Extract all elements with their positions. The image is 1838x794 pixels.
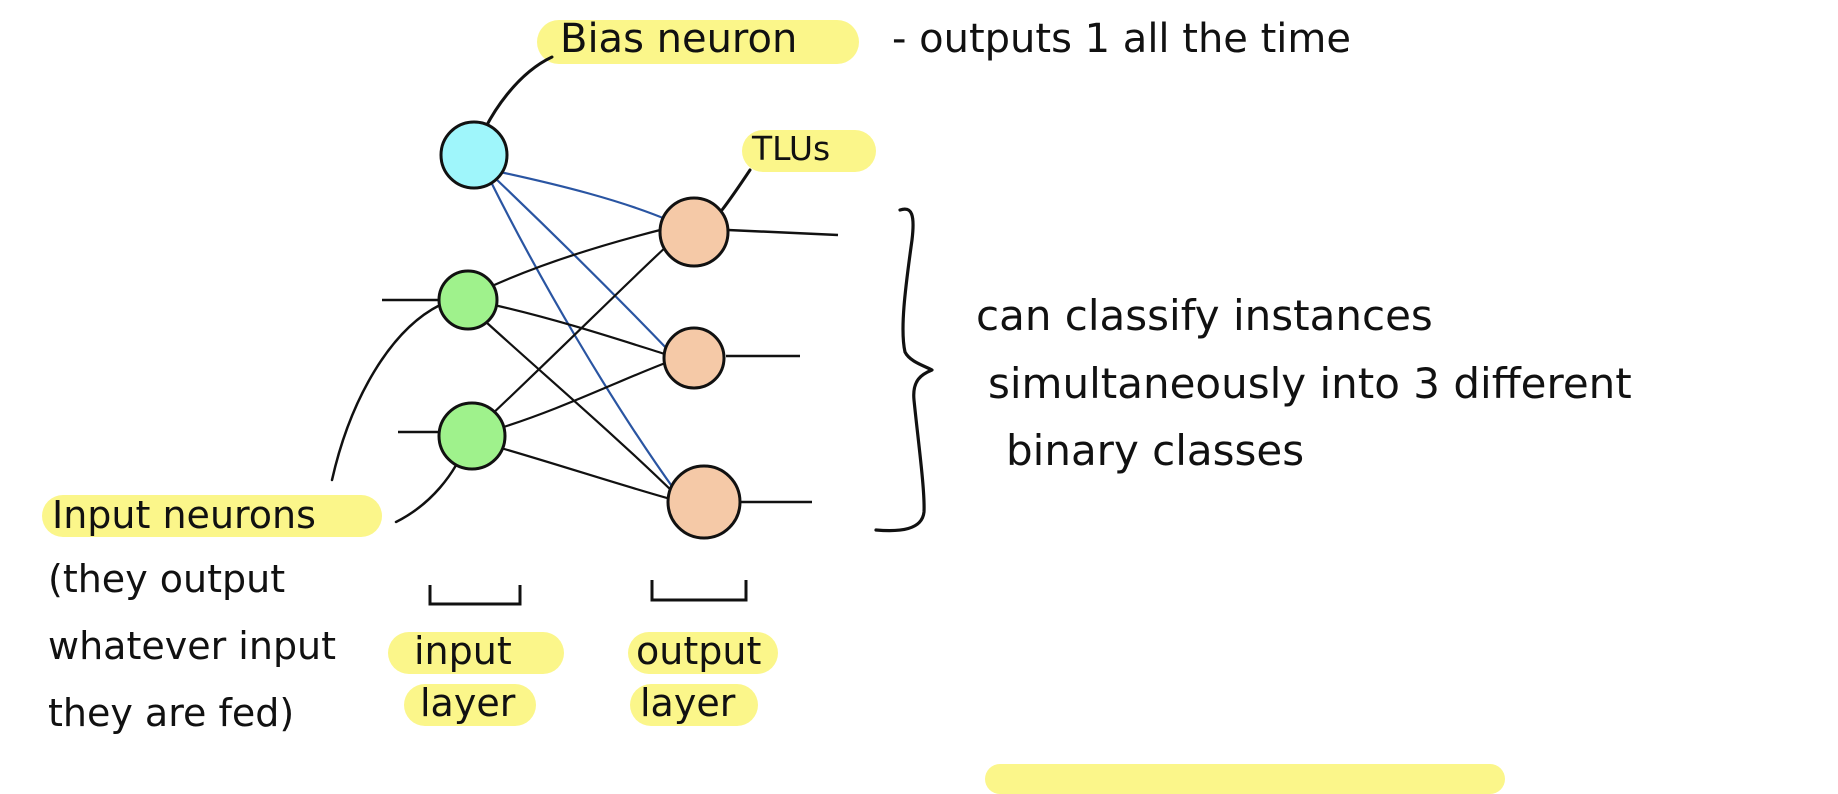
output-layer-label-1: output [636, 629, 762, 673]
tlus-label: TLUs [752, 129, 831, 168]
output-layer-label-2: layer [640, 681, 736, 725]
output-stub-1 [727, 228, 839, 237]
highlight-output-layer-2 [630, 684, 758, 726]
input-layer-label-1: input [414, 629, 512, 673]
network-svg [330, 55, 934, 606]
tlu-3 [666, 464, 742, 540]
in1-to-tlu2 [493, 303, 669, 357]
input-neuron-1 [437, 269, 499, 331]
classify-line-1: can classify instances [976, 291, 1433, 340]
input-pointer-line-1 [330, 303, 442, 482]
bias-neuron [439, 120, 509, 190]
classify-line-3: binary classes [1006, 426, 1305, 475]
highlight-output-layer-1 [628, 632, 778, 674]
bias-neuron-label: Bias neuron [560, 16, 798, 62]
bias-neuron-description: - outputs 1 all the time [892, 16, 1351, 62]
highlight-input-neurons [42, 495, 382, 537]
input-neurons-desc-3: they are fed) [48, 691, 295, 735]
in2-to-tlu1 [487, 244, 669, 419]
output-layer-bracket [650, 580, 748, 602]
bias-to-tlu1 [499, 170, 669, 222]
tlu-2 [662, 326, 726, 390]
diagram: Bias neuron - outputs 1 all the time TLU… [42, 16, 1632, 794]
bias-to-tlu3 [489, 179, 677, 493]
tlu-1 [658, 196, 730, 268]
highlight-input-layer-1 [388, 632, 564, 674]
input-layer-label-2: layer [420, 681, 516, 725]
in1-to-tlu1 [491, 226, 669, 288]
highlight-bias-neuron [537, 20, 859, 64]
input-neuron-2 [437, 401, 507, 471]
classify-brace [874, 207, 934, 533]
classify-line-2: simultaneously into 3 different [988, 359, 1632, 408]
highlight-input-layer-2 [404, 684, 536, 726]
in1-to-tlu3 [485, 321, 677, 496]
tlus-pointer-line [720, 168, 752, 212]
highlight-tlus [742, 130, 876, 172]
input-neurons-label: Input neurons [52, 493, 316, 537]
input-neurons-desc-1: (they output [48, 557, 286, 601]
bias-to-tlu2 [494, 177, 671, 353]
input-neurons-desc-2: whatever input [48, 624, 337, 668]
in2-to-tlu3 [493, 444, 675, 502]
in2-to-tlu2 [493, 360, 669, 432]
input-layer-bracket [428, 585, 522, 606]
